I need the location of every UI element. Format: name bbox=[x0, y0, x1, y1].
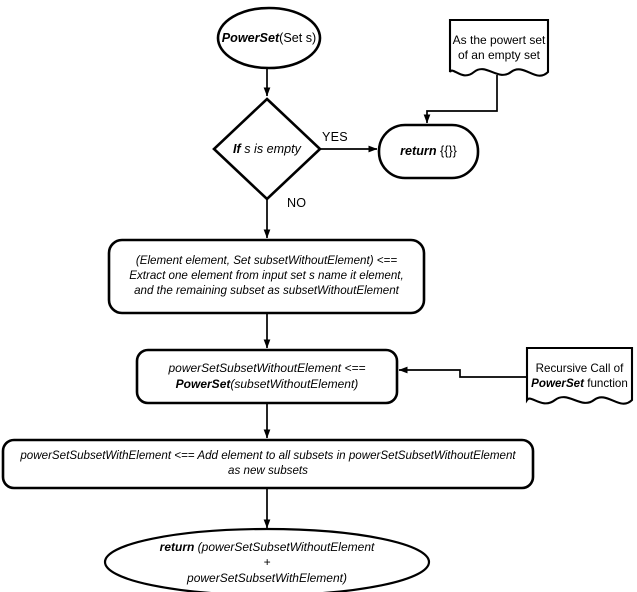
edge-label-no: NO bbox=[287, 196, 307, 210]
end-terminal-shape bbox=[103, 527, 431, 592]
decision-shape bbox=[212, 97, 322, 201]
process-add-element-shape bbox=[1, 438, 535, 490]
edge-note-empty-to-return bbox=[423, 75, 498, 124]
edge-note-recursive-to-recurse bbox=[398, 366, 527, 378]
note-recursive-shape bbox=[525, 346, 634, 405]
return-empty-shape bbox=[377, 123, 480, 180]
start-terminal-shape bbox=[216, 6, 322, 70]
note-empty-shape bbox=[448, 18, 550, 77]
edge-label-yes: YES bbox=[322, 130, 348, 144]
process-extract-shape bbox=[107, 238, 426, 315]
process-recurse-shape bbox=[135, 348, 399, 405]
